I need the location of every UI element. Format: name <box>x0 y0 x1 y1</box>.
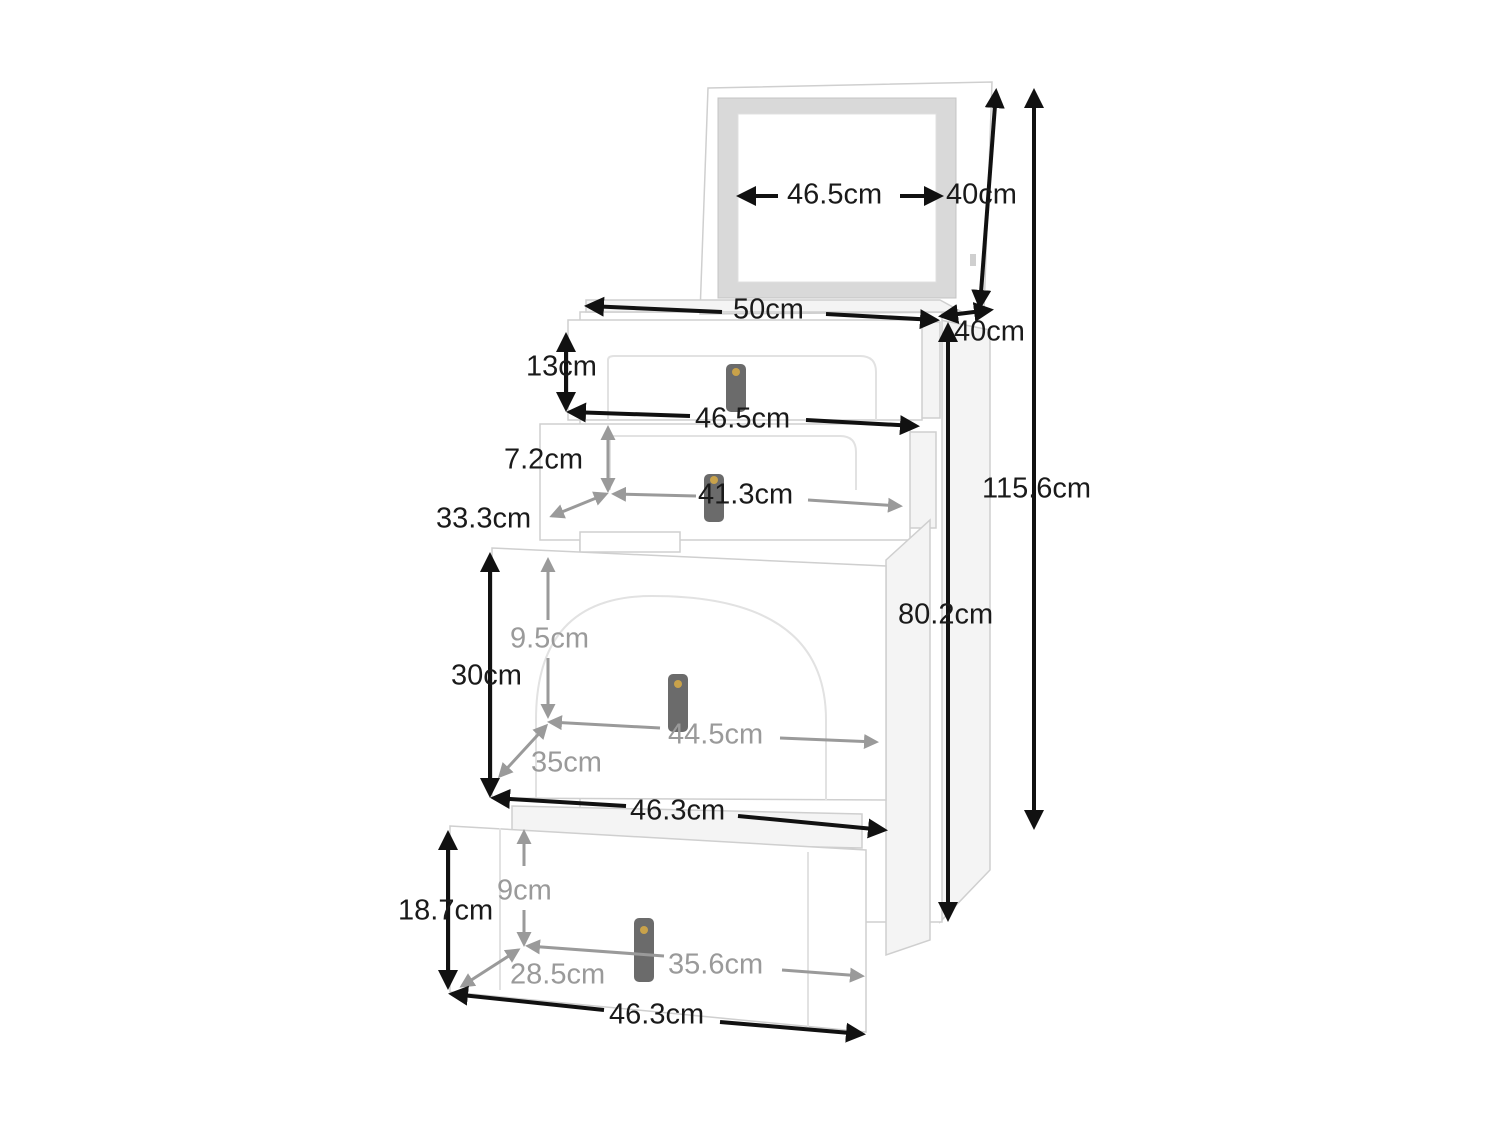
label-total-height: 115.6cm <box>982 473 1091 505</box>
bottom-drawer-handle-icon <box>634 918 654 982</box>
arrow-drawer1-width-right <box>805 415 920 436</box>
label-door-width: 46.3cm <box>630 795 725 827</box>
dimension-labels: 46.5cm 40cm 50cm 40cm 13cm 46.5cm 7.2cm … <box>398 179 1091 1031</box>
label-bottom-drawer-width: 46.3cm <box>609 999 704 1031</box>
arrow-drawer1-width-left <box>566 402 691 423</box>
label-mirror-width: 46.5cm <box>787 179 882 211</box>
label-top-width: 50cm <box>733 294 804 326</box>
drawer-1-handle-icon <box>726 364 746 412</box>
arrow-bottom-inner-width-left <box>525 939 665 958</box>
arrow-drawer2-depth <box>549 491 609 519</box>
label-door-inner-depth: 35cm <box>531 747 602 779</box>
arrow-door-width-right <box>737 814 888 839</box>
bottom-drawer <box>449 805 867 1033</box>
arrow-bottom-inner-depth <box>459 948 521 988</box>
arrow-top-width-left <box>584 296 723 317</box>
label-drawer1-height: 13cm <box>526 351 597 383</box>
door-handle-icon <box>668 674 688 732</box>
arrow-bottom-drawer-width-left <box>448 985 605 1012</box>
label-top-depth: 40cm <box>954 316 1025 348</box>
dimension-arrows <box>438 88 1044 1043</box>
drawer-1 <box>567 319 941 421</box>
arrow-bottom-drawer-width-right <box>719 1020 866 1043</box>
arrow-door-inner-depth <box>497 723 549 779</box>
label-bottom-inner-width: 35.6cm <box>668 949 763 981</box>
label-bottom-inner-depth: 28.5cm <box>510 959 605 991</box>
arrow-door-width-left <box>490 788 627 809</box>
label-drawer2-inner-width: 41.3cm <box>698 479 793 511</box>
arrow-bottom-inner-width-right <box>781 967 865 983</box>
arrow-door-inner-width-right <box>779 734 879 749</box>
arrow-drawer2-width-right <box>807 497 903 513</box>
arrow-mirror-height <box>971 88 1005 310</box>
label-cabinet-height: 80.2cm <box>898 599 993 631</box>
mirror-button-icon <box>970 254 976 266</box>
arrow-drawer2-width-left <box>611 486 697 502</box>
label-door-inner-height: 9.5cm <box>510 623 589 655</box>
label-mirror-height: 40cm <box>946 179 1017 211</box>
label-door-height: 30cm <box>451 660 522 692</box>
label-drawer2-height: 7.2cm <box>504 444 583 476</box>
drawer-2-handle-icon <box>704 474 724 522</box>
label-bottom-drawer-height: 18.7cm <box>398 895 493 927</box>
label-drawer2-inner-depth: 33.3cm <box>436 503 531 535</box>
arrow-top-width-right <box>825 309 940 330</box>
arrow-door-inner-width-left <box>547 715 661 731</box>
label-door-inner-width: 44.5cm <box>668 719 763 751</box>
arrow-top-depth <box>938 302 994 324</box>
label-drawer1-width: 46.5cm <box>695 403 790 435</box>
label-bottom-inner-height: 9cm <box>497 875 552 907</box>
